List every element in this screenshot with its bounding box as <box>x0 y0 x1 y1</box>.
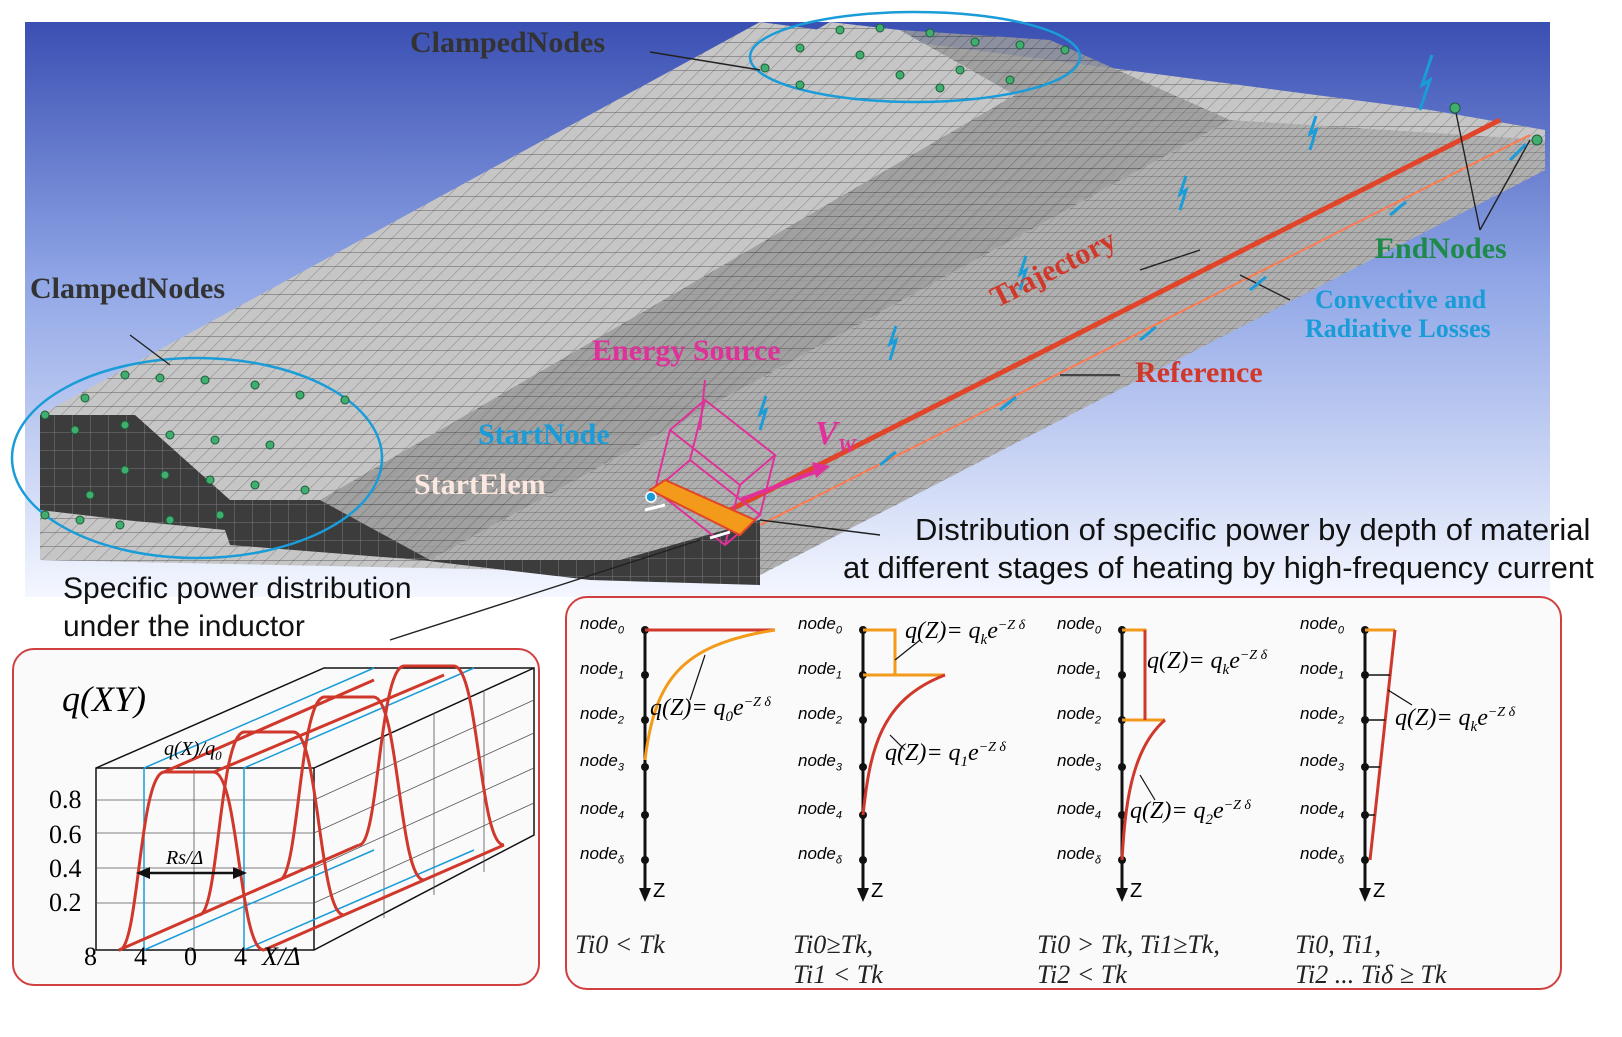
z-axis-label-0: Z <box>653 880 666 902</box>
depth-caption-line1: Distribution of specific power by depth … <box>915 512 1591 547</box>
node-label-0-4: node4 <box>580 799 624 822</box>
x-tick-2: 0 <box>184 942 197 971</box>
energy-source-box <box>653 379 777 547</box>
reference-label: Reference <box>1135 356 1263 389</box>
x-axis-label: X/Δ <box>262 942 301 971</box>
node-label-0-5: nodeδ <box>580 844 624 867</box>
q-x-label-sub: 0 <box>215 748 222 763</box>
node-label-2-5: nodeδ <box>1057 844 1101 867</box>
y-tick-1: 0.6 <box>49 820 82 849</box>
node-label-1-5: nodeδ <box>798 844 842 867</box>
x-tick-3: 4 <box>234 942 247 971</box>
y-tick-3: 0.2 <box>49 888 82 917</box>
condition-0-0: Ti0 < Tk <box>575 930 665 959</box>
z-axis-label-1: Z <box>871 880 884 902</box>
node-label-0-0: node0 <box>580 614 624 637</box>
node-label-2-1: node1 <box>1057 659 1101 682</box>
velocity-symbol: V <box>815 415 838 452</box>
z-axis-label-3: Z <box>1373 880 1386 902</box>
node-label-2-0: node0 <box>1057 614 1101 637</box>
energy-source-label: Energy Source <box>592 334 781 367</box>
q-x-label-text: q(X)/q <box>164 738 216 760</box>
start-elem-label: StartElem <box>414 468 546 501</box>
depth-caption-line2: at different stages of heating by high-f… <box>843 550 1594 585</box>
trajectory-line <box>728 117 1502 513</box>
node-label-3-1: node1 <box>1300 659 1344 682</box>
node-label-2-3: node3 <box>1057 751 1101 774</box>
condition-1-0: Ti0≥Tk, <box>793 930 874 959</box>
end-nodes-label: EndNodes <box>1375 232 1507 265</box>
formula-2-1: q(Z)= q2e−Z δ <box>1130 798 1251 828</box>
losses-label-line1: Convective and <box>1315 285 1487 314</box>
inductor-caption-line2: under the inductor <box>63 610 305 643</box>
heated-zone <box>648 478 757 537</box>
node-label-2-4: node4 <box>1057 799 1101 822</box>
node-label-1-4: node4 <box>798 799 842 822</box>
condition-3-0: Ti0, Ti1, <box>1295 930 1381 959</box>
rib-top <box>135 22 1015 500</box>
losses-label-line2: Radiative Losses <box>1305 314 1491 343</box>
inductor-power-panel: q(XY) q(X)/q0 0.8 0.6 0.4 0.2 8 4 0 4 X/… <box>12 648 540 986</box>
clamped-nodes-left-label: ClampedNodes <box>30 272 226 305</box>
node-label-1-2: node2 <box>798 704 842 727</box>
inductor-caption-line1: Specific power distribution <box>63 572 412 605</box>
clamped-region-top <box>748 10 1082 104</box>
node-label-1-1: node1 <box>798 659 842 682</box>
clamped-nodes-top-label: ClampedNodes <box>410 26 606 59</box>
formula-2-0: q(Z)= qke−Z δ <box>1147 648 1268 678</box>
start-node-dot <box>645 491 657 503</box>
node-label-3-0: node0 <box>1300 614 1344 637</box>
x-tick-0: 8 <box>84 942 97 971</box>
rib-slope <box>320 30 1230 560</box>
y-tick-2: 0.4 <box>49 854 82 883</box>
formula-1-1: q(Z)= q1e−Z δ <box>885 740 1006 770</box>
rs-label: Rs/Δ <box>166 847 204 869</box>
clamped-region-left <box>10 356 384 560</box>
condition-2-0: Ti0 > Tk, Ti1≥Tk, <box>1037 930 1220 959</box>
node-label-1-3: node3 <box>798 751 842 774</box>
node-label-3-2: node2 <box>1300 704 1344 727</box>
velocity-subscript: W <box>837 434 856 457</box>
q-x-label: q(X)/q0 <box>164 738 222 764</box>
node-dots <box>40 23 1543 530</box>
front-section <box>40 415 760 585</box>
node-label-0-3: node3 <box>580 751 624 774</box>
node-label-1-0: node0 <box>798 614 842 637</box>
formula-1-0: q(Z)= qke−Z δ <box>905 618 1026 648</box>
condition-1-1: Ti1 < Tk <box>793 960 883 989</box>
condition-2-1: Ti2 < Tk <box>1037 960 1127 989</box>
velocity-label: VW <box>815 415 855 458</box>
y-tick-0: 0.8 <box>49 785 82 814</box>
node-label-3-4: node4 <box>1300 799 1344 822</box>
node-label-2-2: node2 <box>1057 704 1101 727</box>
formula-3-0: q(Z)= qke−Z δ <box>1395 705 1516 735</box>
q-xy-title: q(XY) <box>62 679 146 719</box>
formula-0-0: q(Z)= q0e−Z δ <box>650 695 771 725</box>
node-label-0-1: node1 <box>580 659 624 682</box>
node-label-3-5: nodeδ <box>1300 844 1344 867</box>
loss-arrows <box>757 54 1528 467</box>
node-label-0-2: node2 <box>580 704 624 727</box>
condition-3-1: Ti2 ... Tiδ ≥ Tk <box>1295 960 1447 989</box>
start-node-label: StartNode <box>478 418 610 451</box>
x-tick-1: 4 <box>134 942 147 971</box>
z-axis-label-2: Z <box>1130 880 1143 902</box>
node-label-3-3: node3 <box>1300 751 1344 774</box>
